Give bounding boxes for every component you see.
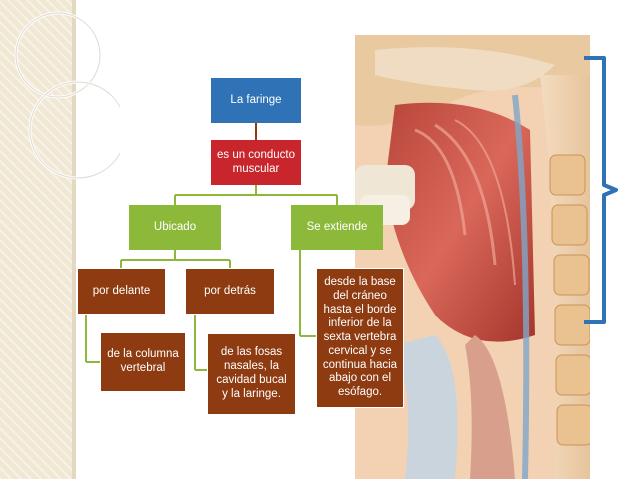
- detail-node-fosas: de las fosas nasales, la cavidad bucal y…: [207, 333, 296, 415]
- branch-node-ubicado-text: Ubicado: [153, 220, 197, 233]
- detail-node-columna-text: de la columna vertebral: [107, 348, 179, 374]
- pharynx-anatomy-illustration: [355, 35, 590, 479]
- branch-node-se-extiende-text: Se extiende: [306, 220, 368, 233]
- decorative-circles: [14, 11, 120, 180]
- detail-node-extiende: desde la base del cráneo hasta el borde …: [316, 268, 404, 408]
- leaf-node-por-detras-text: por detrás: [204, 284, 256, 297]
- definition-node: es un conducto muscular: [211, 140, 301, 185]
- branch-node-ubicado: Ubicado: [129, 205, 221, 250]
- detail-node-fosas-text: de las fosas nasales, la cavidad bucal y…: [216, 346, 287, 400]
- detail-node-extiende-text: desde la base del cráneo hasta el borde …: [322, 275, 398, 399]
- leaf-node-por-delante: por delante: [77, 268, 166, 315]
- decorative-strip-edge: [72, 0, 76, 479]
- root-node-text: La faringe: [230, 93, 282, 106]
- right-brace-bracket: [584, 56, 618, 324]
- root-node: La faringe: [211, 78, 301, 123]
- decorative-side-strip: [0, 0, 72, 479]
- detail-node-columna: de la columna vertebral: [100, 332, 186, 392]
- leaf-node-por-detras: por detrás: [185, 268, 275, 315]
- definition-node-text: es un conducto muscular: [216, 148, 295, 175]
- branch-node-se-extiende: Se extiende: [291, 205, 383, 250]
- leaf-node-por-delante-text: por delante: [92, 284, 151, 297]
